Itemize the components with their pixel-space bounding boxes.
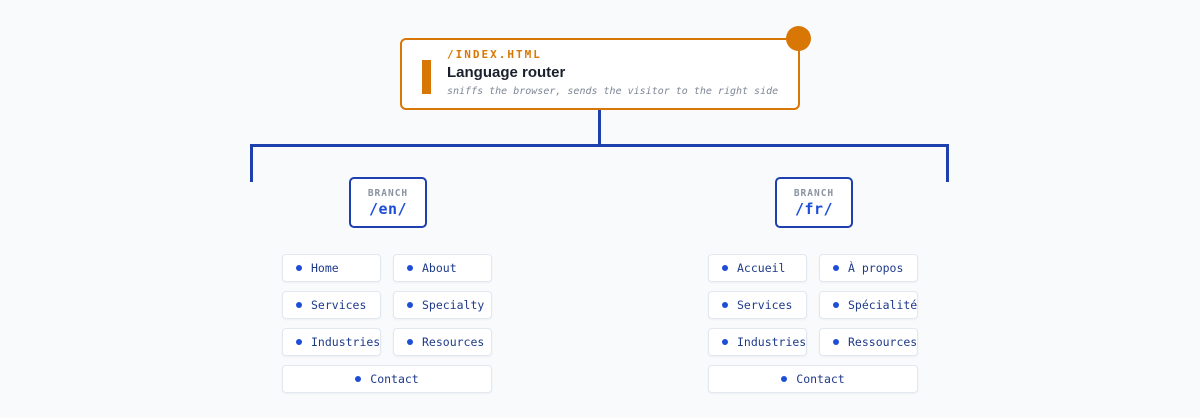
bullet-dot-icon: [833, 339, 839, 345]
branch-node-en: BRANCH /en/: [349, 177, 427, 228]
bullet-dot-icon: [722, 339, 728, 345]
nav-link-accueil[interactable]: Accueil: [708, 254, 807, 282]
nav-link-label: About: [422, 261, 457, 275]
nav-link-label: Services: [311, 298, 367, 312]
nav-grid-en: Home About Services Specialty Industries…: [282, 254, 492, 393]
nav-link-label: Ressources: [848, 335, 918, 349]
nav-link-specialty[interactable]: Specialty: [393, 291, 492, 319]
nav-link-label: Industries: [311, 335, 381, 349]
nav-link-a-propos[interactable]: À propos: [819, 254, 918, 282]
nav-link-ressources[interactable]: Ressources: [819, 328, 918, 356]
nav-link-label: Contact: [370, 372, 419, 386]
router-title: Language router: [447, 64, 566, 81]
nav-link-label: Services: [737, 298, 793, 312]
bullet-dot-icon: [833, 265, 839, 271]
nav-link-resources[interactable]: Resources: [393, 328, 492, 356]
accent-bar: [422, 60, 431, 94]
nav-link-label: Resources: [422, 335, 485, 349]
bullet-dot-icon: [296, 339, 302, 345]
bullet-dot-icon: [355, 376, 362, 382]
bullet-dot-icon: [722, 302, 728, 308]
connector-right-drop-line: [946, 144, 949, 182]
nav-link-contact-en[interactable]: Contact: [282, 365, 492, 393]
bullet-dot-icon: [407, 265, 413, 271]
bullet-dot-icon: [833, 302, 839, 308]
bullet-dot-icon: [296, 302, 302, 308]
nav-link-services-en[interactable]: Services: [282, 291, 381, 319]
branch-node-fr: BRANCH /fr/: [775, 177, 853, 228]
nav-link-home[interactable]: Home: [282, 254, 381, 282]
connector-stem-line: [598, 110, 601, 145]
router-subtitle: sniffs the browser, sends the visitor to…: [447, 86, 779, 97]
bullet-dot-icon: [722, 265, 728, 271]
router-path-label: /INDEX.HTML: [447, 48, 542, 61]
branch-path-en: /en/: [368, 199, 408, 218]
router-node-card: /INDEX.HTML Language router sniffs the b…: [400, 26, 811, 110]
nav-link-label: Contact: [796, 372, 845, 386]
nav-grid-fr: Accueil À propos Services Spécialité Ind…: [708, 254, 918, 393]
router-node-content: /INDEX.HTML Language router sniffs the b…: [447, 48, 790, 98]
branch-label: BRANCH: [793, 187, 835, 199]
bullet-dot-icon: [781, 376, 788, 382]
nav-link-label: Industries: [737, 335, 807, 349]
nav-link-industries-en[interactable]: Industries: [282, 328, 381, 356]
branch-path-fr: /fr/: [794, 199, 834, 218]
branch-label: BRANCH: [367, 187, 409, 199]
nav-link-label: Accueil: [737, 261, 786, 275]
nav-link-label: Spécialité: [848, 298, 918, 312]
nav-link-label: À propos: [848, 261, 904, 275]
connector-left-drop-line: [250, 144, 253, 182]
bullet-dot-icon: [296, 265, 302, 271]
connector-horizontal-line: [250, 144, 949, 147]
nav-link-specialite[interactable]: Spécialité: [819, 291, 918, 319]
node-port-dot-icon: [786, 26, 811, 51]
nav-link-label: Home: [311, 261, 339, 275]
bullet-dot-icon: [407, 302, 413, 308]
nav-link-services-fr[interactable]: Services: [708, 291, 807, 319]
nav-link-contact-fr[interactable]: Contact: [708, 365, 918, 393]
nav-link-about[interactable]: About: [393, 254, 492, 282]
bullet-dot-icon: [407, 339, 413, 345]
nav-link-industries-fr[interactable]: Industries: [708, 328, 807, 356]
nav-link-label: Specialty: [422, 298, 485, 312]
